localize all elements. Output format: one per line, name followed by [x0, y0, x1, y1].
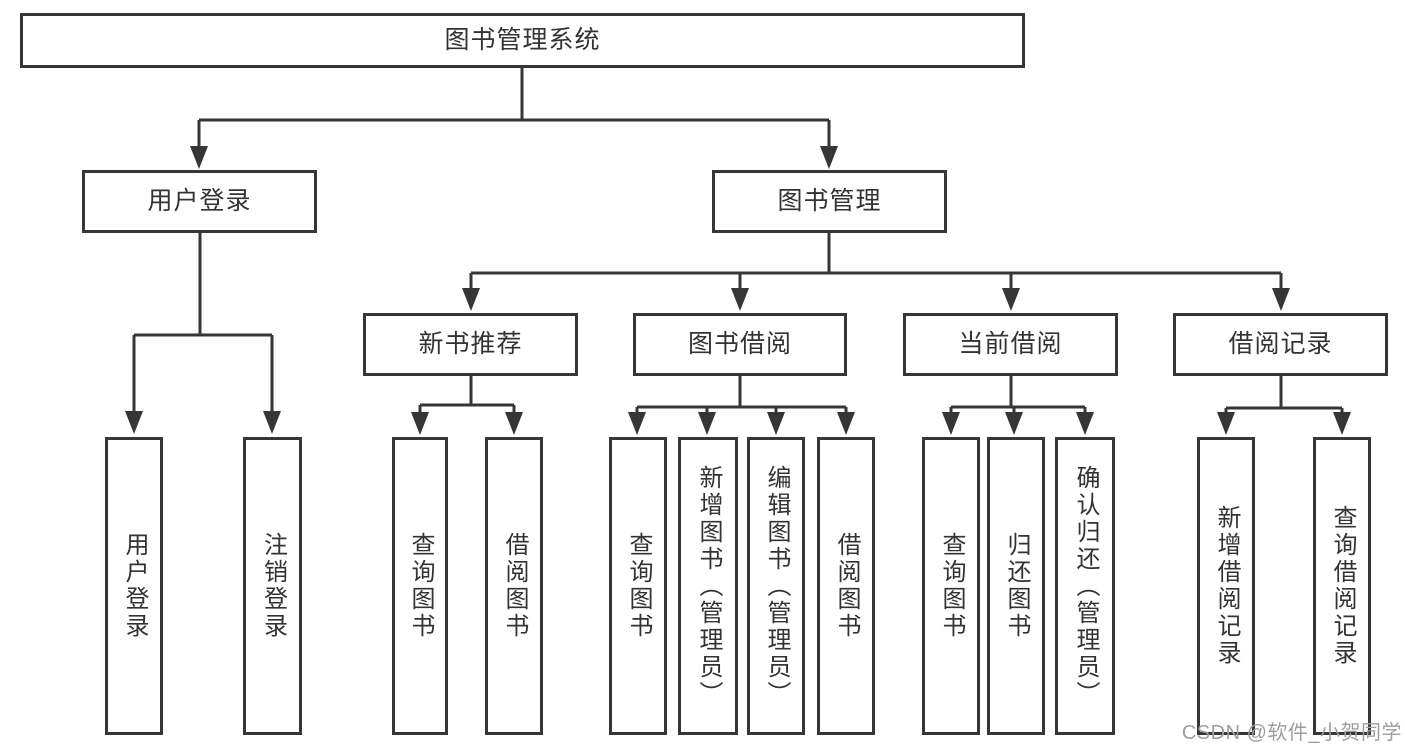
- node-leaf-query-books-current: 查询图书: [922, 437, 980, 735]
- node-borrowing-records: 借阅记录: [1173, 313, 1388, 376]
- node-leaf-borrow-books: 借阅图书: [817, 437, 875, 735]
- node-leaf-query-books-borrow: 查询图书: [609, 437, 667, 735]
- node-leaf-logout: 注销登录: [243, 437, 302, 735]
- node-book-management-module: 图书管理: [712, 170, 947, 233]
- node-leaf-query-borrow-record: 查询借阅记录: [1313, 437, 1371, 735]
- node-leaf-user-login: 用户登录: [105, 437, 163, 735]
- node-leaf-edit-books-admin: 编辑图书（管理员）: [747, 437, 805, 735]
- node-leaf-borrow-books-recommend: 借阅图书: [485, 437, 543, 735]
- node-new-book-recommendation: 新书推荐: [363, 313, 578, 376]
- node-current-borrowing: 当前借阅: [903, 313, 1118, 376]
- node-leaf-add-books-admin: 新增图书（管理员）: [678, 437, 738, 735]
- node-user-login-module: 用户登录: [82, 170, 317, 233]
- node-leaf-query-books-recommend: 查询图书: [392, 437, 448, 735]
- node-leaf-return-books: 归还图书: [987, 437, 1045, 735]
- node-leaf-confirm-return-admin: 确认归还（管理员）: [1055, 437, 1115, 735]
- node-leaf-add-borrow-record: 新增借阅记录: [1197, 437, 1255, 735]
- node-book-borrowing: 图书借阅: [633, 313, 847, 376]
- node-library-management-system: 图书管理系统: [20, 13, 1025, 68]
